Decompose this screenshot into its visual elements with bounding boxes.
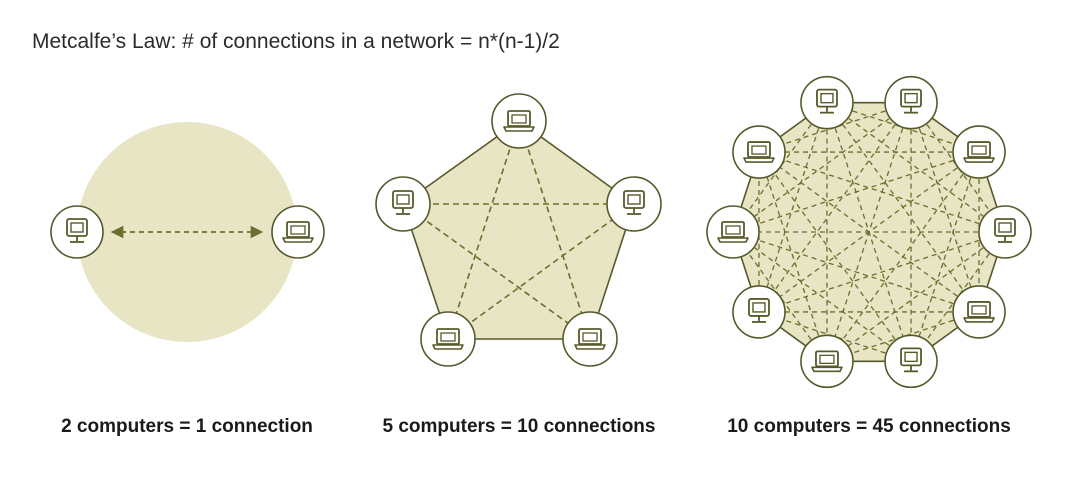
caption-two-computers: 2 computers = 1 connection (61, 416, 313, 437)
connection-line (758, 102, 912, 313)
connection-line (758, 102, 828, 313)
connection-line (732, 231, 980, 313)
connection-line (732, 151, 980, 233)
computer-node (562, 311, 618, 367)
computer-node (978, 205, 1032, 259)
computer-node (732, 125, 786, 179)
connection-line (826, 231, 1006, 362)
connection-line (758, 151, 912, 362)
connection-line (910, 151, 980, 362)
computer-node (491, 93, 547, 149)
computer-node (606, 176, 662, 232)
connection-line (758, 231, 1006, 313)
computer-node (952, 285, 1006, 339)
computer-node (884, 75, 938, 130)
connection-line (826, 102, 1006, 233)
connection-line (758, 151, 828, 362)
connection-line (758, 151, 1006, 233)
computer-node (706, 205, 760, 259)
connection-line (402, 203, 591, 340)
computer-node (952, 125, 1006, 179)
connection-line (732, 231, 912, 362)
caption-five-computers: 5 computers = 10 connections (382, 416, 656, 437)
computer-node (50, 205, 104, 259)
connection-line (758, 151, 980, 313)
diagram-title: Metcalfe’s Law: # of connections in a ne… (32, 30, 560, 53)
computer-node (375, 176, 431, 232)
computer-node (420, 311, 476, 367)
computer-node (271, 205, 325, 259)
caption-ten-computers: 10 computers = 45 connections (727, 416, 1011, 437)
connection-line (447, 203, 635, 340)
computer-node (884, 334, 938, 389)
connection-line (732, 102, 912, 233)
computer-node (800, 75, 854, 130)
connection-line (910, 102, 980, 313)
computer-node (732, 285, 786, 339)
connection-line (518, 120, 591, 340)
computer-node (800, 334, 854, 389)
connection-line (447, 120, 520, 340)
